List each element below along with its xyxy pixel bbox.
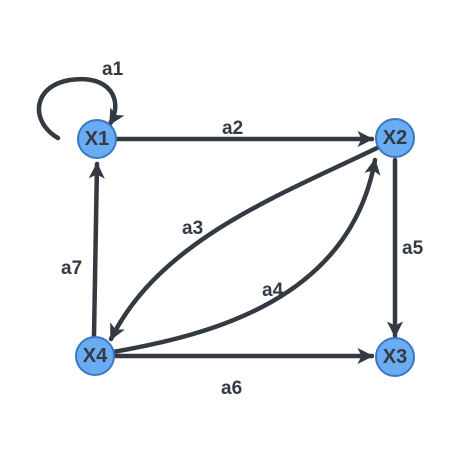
edge-label-a2: a2 xyxy=(222,118,243,139)
node-x2[interactable]: X2 xyxy=(375,118,415,158)
node-x2-label: X2 xyxy=(383,127,407,149)
edge-a4-x4-to-x2 xyxy=(110,157,381,355)
nodes-group: X1 X2 X3 X4 xyxy=(75,118,415,377)
edge-a1-self-loop xyxy=(36,76,125,141)
edge-label-a3: a3 xyxy=(182,218,203,239)
node-x3[interactable]: X3 xyxy=(375,337,415,377)
node-x2-circle xyxy=(375,118,415,158)
edge-label-a6: a6 xyxy=(221,378,242,399)
edge-a7-x4-to-x1 xyxy=(88,161,105,339)
node-x4-circle xyxy=(75,336,115,376)
edges-group xyxy=(36,76,404,365)
edge-label-a4: a4 xyxy=(262,280,284,301)
edge-label-a1: a1 xyxy=(102,59,124,80)
node-x1[interactable]: X1 xyxy=(77,119,117,159)
edge-label-a7: a7 xyxy=(61,258,82,279)
node-x3-label: X3 xyxy=(383,346,407,368)
node-x4[interactable]: X4 xyxy=(75,336,115,376)
node-x1-circle xyxy=(77,119,117,159)
edge-a3-x2-to-x4 xyxy=(108,145,380,342)
node-x3-circle xyxy=(375,337,415,377)
node-x4-label: X4 xyxy=(83,345,108,367)
edge-labels-group: a1 a2 a3 a4 a5 a6 a7 xyxy=(61,59,424,399)
node-x1-label: X1 xyxy=(85,128,109,150)
edge-label-a5: a5 xyxy=(402,238,424,259)
